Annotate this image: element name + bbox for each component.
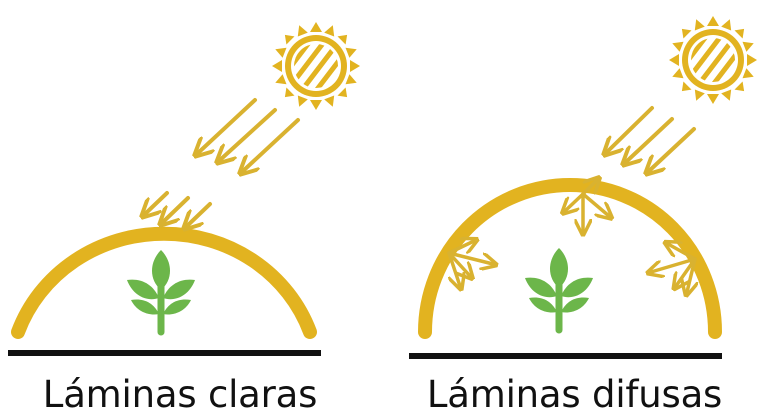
right-sun-icon <box>669 16 757 104</box>
label-laminas-claras: Láminas claras <box>42 374 318 416</box>
left-inside-light-arrows <box>145 191 212 226</box>
right-diffuse-arrows-left <box>447 241 493 286</box>
left-greenhouse-arc <box>11 226 317 339</box>
left-plant-icon <box>127 250 195 332</box>
right-diffuse-arrows-top <box>565 180 609 231</box>
right-diffuse-arrows-right <box>651 244 695 292</box>
label-laminas-difusas: Láminas difusas <box>426 374 723 416</box>
right-direct-light-arrows <box>607 106 696 171</box>
left-panel <box>8 22 360 356</box>
right-plant-icon <box>525 248 593 330</box>
right-panel <box>409 16 757 359</box>
left-sun-icon <box>272 22 360 110</box>
left-direct-light-arrows <box>198 98 300 171</box>
right-greenhouse-arc <box>418 178 722 339</box>
